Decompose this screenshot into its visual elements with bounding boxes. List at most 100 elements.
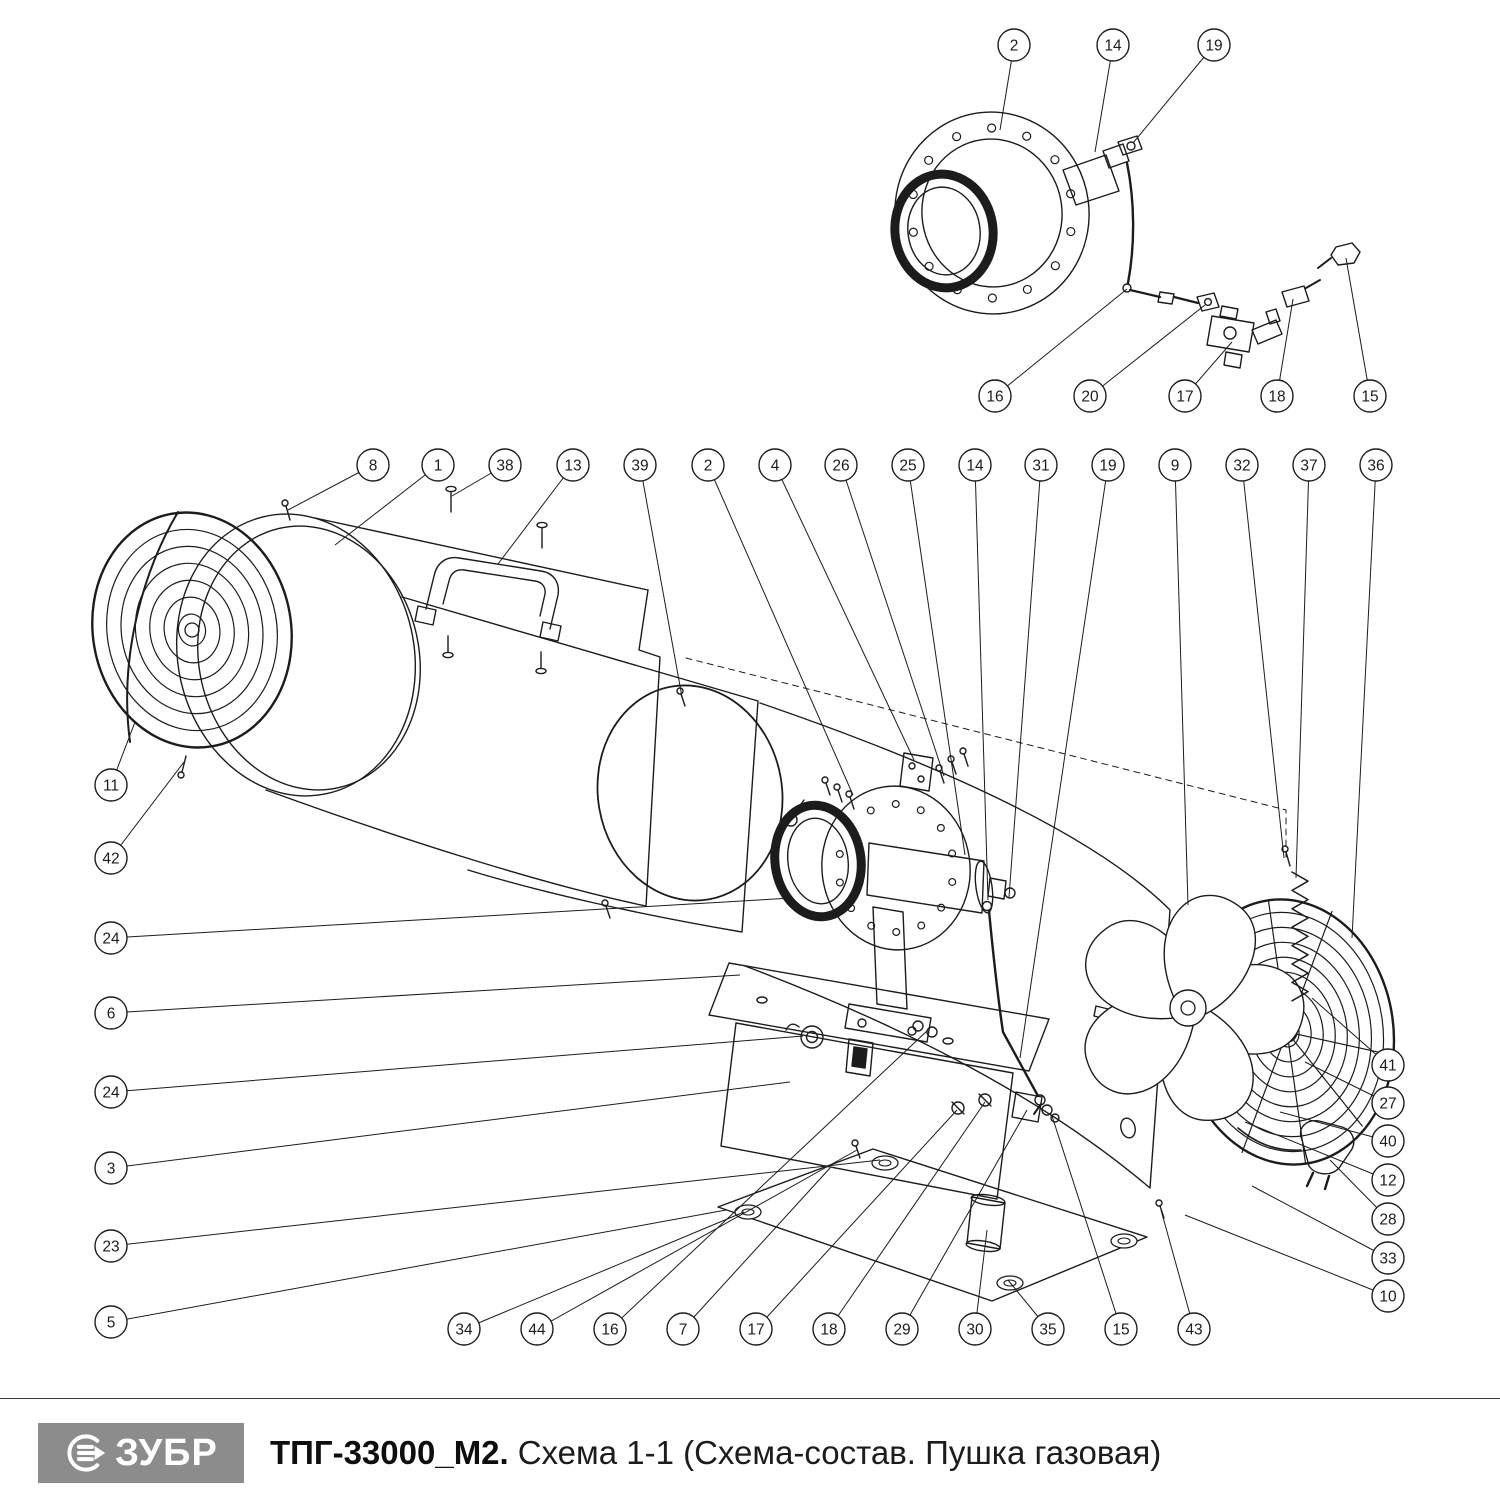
callout-4: 4 (758, 448, 792, 482)
callout-18: 18 (812, 1312, 846, 1346)
svg-text:38: 38 (496, 457, 513, 474)
footer: ЗУБР ТПГ-33000_М2.Схема 1-1 (Схема-соста… (0, 1398, 1500, 1483)
callout-34: 34 (447, 1312, 481, 1346)
callout-24: 24 (94, 921, 128, 955)
svg-text:44: 44 (528, 1321, 546, 1338)
svg-text:14: 14 (1104, 37, 1122, 54)
callout-37: 37 (1292, 448, 1326, 482)
svg-text:17: 17 (747, 1321, 764, 1338)
svg-text:40: 40 (1379, 1133, 1397, 1150)
callout-27: 27 (1371, 1086, 1405, 1120)
svg-text:10: 10 (1379, 1288, 1397, 1305)
callout-43: 43 (1177, 1312, 1211, 1346)
svg-text:7: 7 (679, 1321, 688, 1338)
svg-text:13: 13 (564, 457, 581, 474)
svg-text:20: 20 (1081, 388, 1099, 405)
zubr-logo: ЗУБР (38, 1423, 244, 1483)
callout-38: 38 (488, 448, 522, 482)
svg-text:19: 19 (1099, 457, 1116, 474)
svg-text:29: 29 (893, 1321, 910, 1338)
svg-text:24: 24 (102, 930, 120, 947)
callout-23: 23 (94, 1229, 128, 1263)
callout-24: 24 (94, 1075, 128, 1109)
outlet-nozzle (965, 1193, 1006, 1253)
callout-41: 41 (1371, 1048, 1405, 1082)
svg-text:8: 8 (369, 457, 378, 474)
reference-dashed-line (685, 657, 1287, 863)
callout-16: 16 (593, 1312, 627, 1346)
svg-text:31: 31 (1032, 457, 1049, 474)
callout-6: 6 (94, 996, 128, 1030)
svg-text:2: 2 (704, 457, 713, 474)
front-guard-grille (91, 511, 293, 749)
svg-text:42: 42 (102, 850, 119, 867)
zubr-logo-text: ЗУБР (115, 1432, 218, 1474)
svg-text:16: 16 (601, 1321, 618, 1338)
callout-14: 14 (1096, 28, 1130, 62)
callout-2: 2 (997, 28, 1031, 62)
callout-28: 28 (1371, 1202, 1405, 1236)
body-shell (175, 499, 661, 907)
callout-12: 12 (1371, 1163, 1405, 1197)
callout-35: 35 (1031, 1312, 1065, 1346)
callout-42: 42 (94, 841, 128, 875)
svg-text:18: 18 (820, 1321, 837, 1338)
svg-text:39: 39 (631, 457, 648, 474)
callout-15: 15 (1353, 379, 1387, 413)
callout-40: 40 (1371, 1124, 1405, 1158)
svg-text:12: 12 (1379, 1172, 1396, 1189)
callout-26: 26 (824, 448, 858, 482)
callout-17: 17 (739, 1312, 773, 1346)
callout-1: 1 (421, 448, 455, 482)
carry-handle (414, 485, 562, 675)
callout-36: 36 (1359, 448, 1393, 482)
callout-13: 13 (556, 448, 590, 482)
svg-text:14: 14 (966, 457, 984, 474)
callout-3: 3 (94, 1151, 128, 1185)
svg-text:33: 33 (1379, 1250, 1396, 1267)
svg-text:26: 26 (832, 457, 849, 474)
svg-text:43: 43 (1185, 1321, 1202, 1338)
svg-text:9: 9 (1171, 457, 1180, 474)
svg-text:3: 3 (107, 1160, 116, 1177)
gas-pipe (981, 900, 1046, 1115)
screw-grille (177, 755, 187, 779)
svg-text:37: 37 (1300, 457, 1317, 474)
zubr-logo-icon (67, 1434, 106, 1472)
drawing-title-caption: Схема 1-1 (Схема-состав. Пушка газовая) (517, 1434, 1162, 1471)
burner-subassembly (890, 111, 1361, 369)
svg-text:28: 28 (1379, 1211, 1396, 1228)
power-plug (1237, 1120, 1355, 1191)
svg-text:27: 27 (1379, 1095, 1396, 1112)
svg-text:35: 35 (1039, 1321, 1056, 1338)
callout-32: 32 (1225, 448, 1259, 482)
control-panel (720, 1022, 1060, 1200)
spring (1281, 845, 1309, 1002)
fan-impeller (1084, 894, 1305, 1122)
svg-text:1: 1 (434, 457, 443, 474)
drawing-title: ТПГ-33000_М2.Схема 1-1 (Схема-состав. Пу… (270, 1434, 1161, 1472)
svg-text:32: 32 (1233, 457, 1250, 474)
svg-text:11: 11 (103, 777, 119, 794)
svg-text:23: 23 (102, 1238, 119, 1255)
callout-15: 15 (1104, 1312, 1138, 1346)
callout-14: 14 (958, 448, 992, 482)
svg-text:16: 16 (986, 388, 1003, 405)
callout-2: 2 (691, 448, 725, 482)
svg-text:17: 17 (1176, 388, 1193, 405)
callout-16: 16 (978, 379, 1012, 413)
callout-leader-lines (110, 44, 1389, 1330)
svg-text:4: 4 (771, 457, 780, 474)
callout-7: 7 (666, 1312, 700, 1346)
burner-assembly (770, 747, 1016, 1043)
svg-text:15: 15 (1112, 1321, 1129, 1338)
svg-text:34: 34 (455, 1321, 473, 1338)
callout-39: 39 (623, 448, 657, 482)
callout-18: 18 (1260, 379, 1294, 413)
callout-33: 33 (1371, 1241, 1405, 1275)
svg-text:2: 2 (1010, 37, 1019, 54)
callout-44: 44 (520, 1312, 554, 1346)
